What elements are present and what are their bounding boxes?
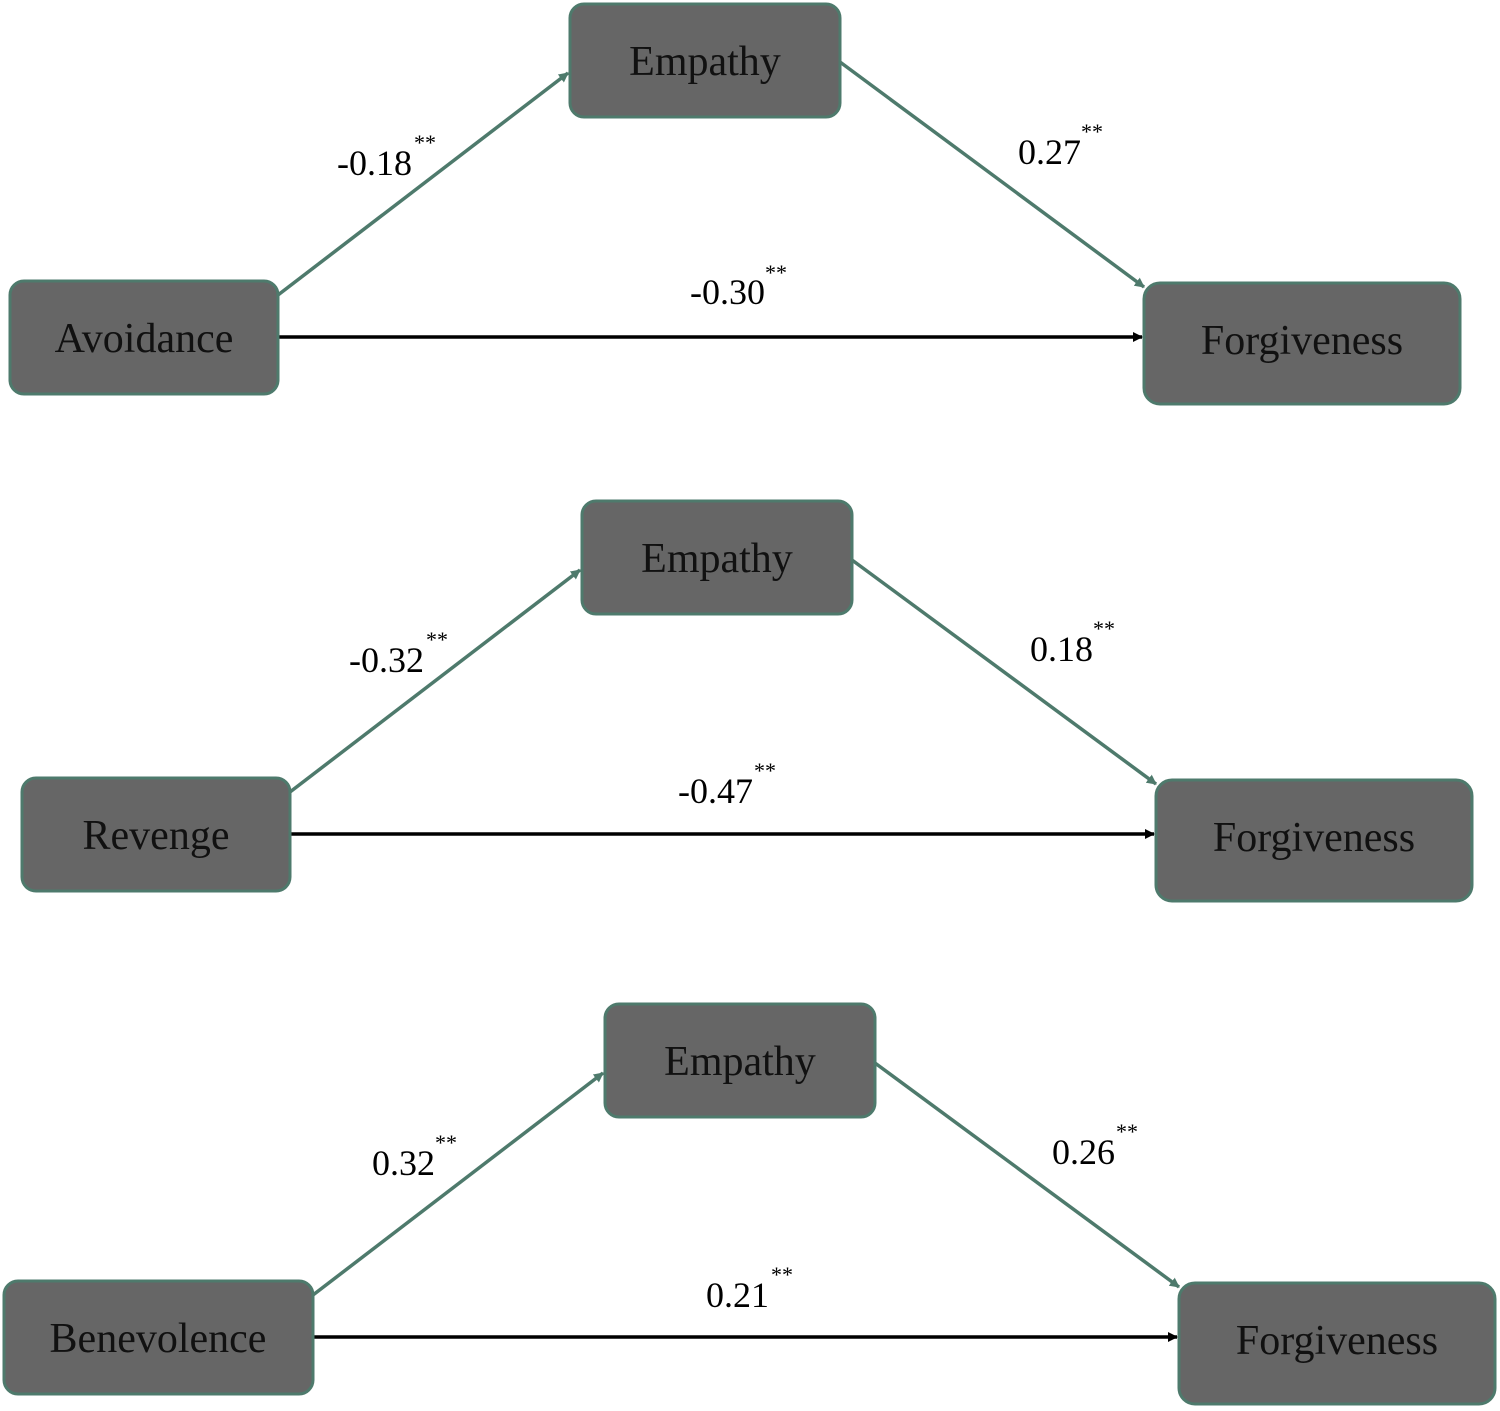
b-path-coefficient: 0.18	[1030, 629, 1093, 669]
c-path-significance: **	[771, 1262, 793, 1287]
predictor-box	[20, 776, 292, 893]
b-path-arrow	[873, 1061, 1181, 1289]
c-path-significance: **	[765, 260, 787, 285]
predictor-box	[2, 1279, 315, 1396]
a-path-significance: **	[426, 627, 448, 652]
b-path-coefficient: 0.27	[1018, 132, 1081, 172]
a-path-coefficient: 0.32	[372, 1143, 435, 1183]
a-path-arrow	[276, 71, 570, 297]
outcome-label: Forgiveness	[1236, 1318, 1438, 1364]
outcome-label: Forgiveness	[1213, 815, 1415, 861]
outcome-box	[1142, 281, 1462, 406]
a-path-coefficient: -0.18	[337, 143, 412, 183]
mediator-label: Empathy	[629, 39, 781, 85]
a-path-significance: **	[435, 1130, 457, 1155]
b-path-significance: **	[1116, 1119, 1138, 1144]
outcome-label: Forgiveness	[1201, 318, 1403, 364]
a-path-arrow	[311, 1071, 605, 1297]
b-path-arrow	[838, 60, 1146, 289]
b-path-arrow	[850, 558, 1158, 786]
predictor-box	[8, 279, 280, 396]
c-path-significance: **	[754, 758, 776, 783]
c-path-coefficient: -0.30	[690, 272, 765, 312]
mediator-label: Empathy	[664, 1039, 816, 1085]
c-path-coefficient: -0.47	[678, 771, 753, 811]
model-avoidance: Avoidance Empathy Forgiveness -0.18 ** 0…	[8, 2, 1462, 406]
outcome-box	[1154, 778, 1474, 903]
predictor-label: Benevolence	[50, 1316, 267, 1362]
mediator-box	[580, 499, 854, 616]
model-revenge: Revenge Empathy Forgiveness -0.32 ** 0.1…	[20, 499, 1474, 903]
predictor-label: Avoidance	[55, 316, 234, 362]
mediator-box	[603, 1002, 877, 1119]
b-path-significance: **	[1093, 616, 1115, 641]
mediator-label: Empathy	[641, 536, 793, 582]
a-path-arrow	[288, 568, 582, 794]
a-path-significance: **	[414, 130, 436, 155]
model-benevolence: Benevolence Empathy Forgiveness 0.32 ** …	[2, 1002, 1497, 1406]
c-path-coefficient: 0.21	[706, 1275, 769, 1315]
predictor-label: Revenge	[83, 813, 230, 859]
a-path-coefficient: -0.32	[349, 640, 424, 680]
outcome-box	[1177, 1281, 1497, 1406]
b-path-coefficient: 0.26	[1052, 1132, 1115, 1172]
mediator-box	[568, 2, 842, 119]
b-path-significance: **	[1081, 119, 1103, 144]
